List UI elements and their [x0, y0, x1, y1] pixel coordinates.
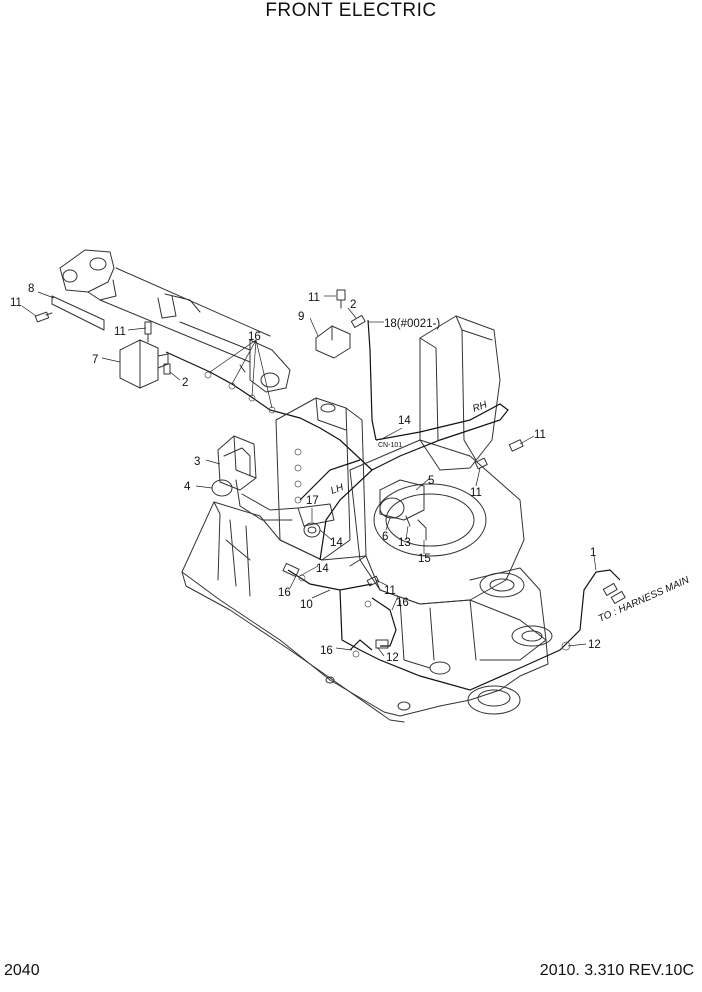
callout-label: 15 [418, 553, 431, 565]
wire [367, 319, 377, 441]
bolt [350, 314, 366, 328]
bolt [34, 311, 53, 323]
callout-label: 14 [330, 537, 343, 549]
callout-label: 18(#0021-) [384, 318, 440, 330]
callout-label: 9 [298, 311, 304, 323]
bolt [474, 457, 488, 470]
callout-label: 16 [248, 331, 261, 343]
front-frame [181, 315, 553, 723]
page-number: 2040 [4, 962, 40, 979]
callout-label: 3 [194, 456, 200, 468]
bolt [336, 289, 346, 309]
bolt [508, 439, 524, 452]
revision-label: 2010. 3.310 REV.10C [539, 962, 694, 979]
mounting-bracket [119, 339, 169, 389]
connector-label: CN-101 [378, 442, 402, 449]
callout-label: 14 [398, 415, 411, 427]
callout-label: 11 [534, 429, 546, 441]
relay-box [315, 325, 351, 359]
lh-label: LH [329, 482, 346, 497]
lamp-bracket [297, 503, 335, 538]
rh-label: RH [471, 399, 489, 415]
boom-wire [163, 351, 373, 471]
callout-label: 12 [386, 652, 399, 664]
callout-label: 17 [306, 495, 319, 507]
callout-label: 11 [114, 326, 126, 338]
callout-label: 16 [320, 645, 333, 657]
leader-lines [21, 291, 597, 657]
callout-label: 2 [182, 377, 188, 389]
callout-label: 6 [382, 531, 388, 543]
callout-label: 11 [384, 585, 396, 597]
bolt [144, 321, 152, 343]
callout-labels: 11 8 11 7 2 16 11 2 9 18(#0021-) 14 3 4 … [10, 283, 601, 664]
bracket-strip [51, 295, 105, 331]
callout-label: 12 [588, 639, 601, 651]
callout-label: 7 [92, 354, 98, 366]
work-lamp [211, 435, 299, 521]
callout-label: 11 [308, 292, 320, 304]
page-title: FRONT ELECTRIC [265, 0, 437, 21]
callout-label: 10 [300, 599, 313, 611]
callout-label: 5 [428, 475, 434, 487]
callout-label: 16 [278, 587, 291, 599]
callout-label: 1 [590, 547, 596, 559]
callout-label: 2 [350, 299, 356, 311]
callout-label: 11 [470, 487, 482, 499]
main-harness [282, 403, 626, 691]
callout-label: 8 [28, 283, 34, 295]
callout-label: 16 [396, 597, 409, 609]
callout-label: 11 [10, 297, 22, 309]
harness-label: TO : HARNESS MAIN [597, 574, 692, 624]
boom-cylinder [59, 249, 291, 393]
callout-label: 4 [184, 481, 191, 493]
switch-bracket [379, 479, 427, 541]
callout-label: 14 [316, 563, 329, 575]
callout-label: 13 [398, 537, 411, 549]
